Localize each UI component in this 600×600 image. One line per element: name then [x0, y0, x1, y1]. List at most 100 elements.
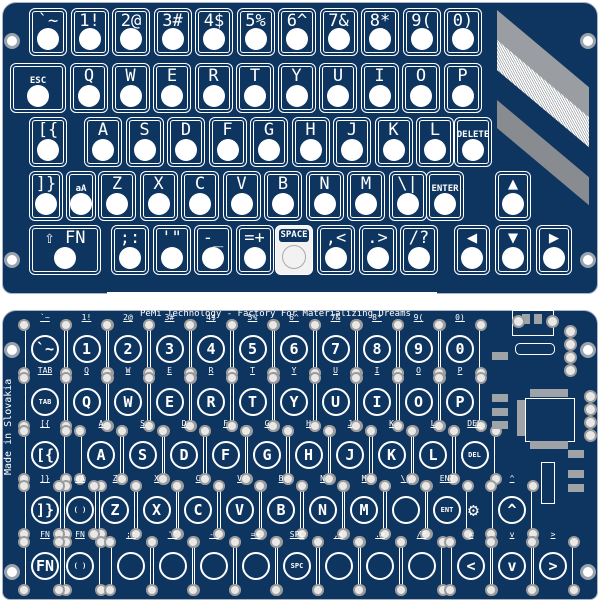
- key-0[interactable]: 0): [444, 8, 482, 56]
- key-[interactable]: /?: [400, 225, 438, 275]
- switch-[interactable]: >>: [526, 530, 580, 596]
- switch-8[interactable]: 8*8: [350, 313, 404, 379]
- key-7[interactable]: 7&: [319, 8, 358, 56]
- switch-[interactable]: [{[{: [18, 419, 72, 485]
- key-[interactable]: .>: [358, 225, 397, 275]
- key-9[interactable]: 9(: [402, 8, 441, 56]
- key-[interactable]: [{: [29, 117, 67, 167]
- key-2[interactable]: 2@: [112, 8, 150, 56]
- key-w[interactable]: W: [111, 63, 150, 113]
- key-5[interactable]: 5%: [236, 8, 275, 56]
- key-3[interactable]: 3#: [153, 8, 192, 56]
- switch-aa[interactable]: aA( ): [53, 474, 107, 540]
- key-h[interactable]: H: [291, 117, 330, 167]
- key-p[interactable]: P: [443, 63, 482, 113]
- key-k[interactable]: K: [374, 117, 413, 167]
- switch-[interactable]: <<: [444, 530, 498, 596]
- key-[interactable]: ;:: [111, 225, 149, 275]
- key-f[interactable]: F: [208, 117, 247, 167]
- switch-1[interactable]: 1!1: [59, 313, 114, 379]
- key-b[interactable]: B: [264, 171, 302, 221]
- switch-6[interactable]: 6^6: [267, 313, 321, 379]
- key-[interactable]: ◀: [454, 225, 490, 275]
- key-r[interactable]: R: [194, 63, 233, 113]
- key-s[interactable]: S: [125, 117, 164, 167]
- key-space[interactable]: SPACE: [275, 225, 313, 275]
- key-x[interactable]: X: [139, 171, 178, 221]
- switch-[interactable]: =+: [228, 530, 283, 596]
- key-[interactable]: ▲: [495, 171, 531, 221]
- key-6[interactable]: 6^: [278, 8, 316, 56]
- key-[interactable]: =+: [235, 225, 274, 275]
- switch-[interactable]: `~`~: [18, 313, 72, 379]
- key-e[interactable]: E: [153, 63, 191, 113]
- key-[interactable]: `~: [29, 8, 67, 56]
- key-i[interactable]: I: [360, 63, 399, 113]
- switch-3[interactable]: 3#3: [142, 313, 197, 379]
- key-o[interactable]: O: [402, 63, 440, 113]
- key-d[interactable]: D: [167, 117, 205, 167]
- switch-[interactable]: -_: [187, 530, 241, 596]
- key-esc[interactable]: ESC: [10, 63, 66, 113]
- key-aa[interactable]: aA: [66, 171, 96, 221]
- switch-9[interactable]: 9(9: [391, 313, 446, 379]
- key-[interactable]: \|: [388, 171, 427, 221]
- key-enter[interactable]: ENTER: [426, 171, 464, 221]
- key-g[interactable]: G: [250, 117, 288, 167]
- switch-fn[interactable]: FN( ): [53, 530, 107, 596]
- key-q[interactable]: Q: [70, 63, 108, 113]
- key-n[interactable]: N: [305, 171, 344, 221]
- switch-[interactable]: /?: [394, 530, 449, 596]
- key-u[interactable]: U: [319, 63, 357, 113]
- key-[interactable]: ▼: [495, 225, 531, 275]
- key-c[interactable]: C: [181, 171, 219, 221]
- key-4[interactable]: 4$: [195, 8, 233, 56]
- key-8[interactable]: 8*: [361, 8, 399, 56]
- key-[interactable]: ,<: [317, 225, 355, 275]
- switch-[interactable]: ,<: [311, 530, 366, 596]
- key-1[interactable]: 1!: [70, 8, 109, 56]
- key-[interactable]: ]}: [29, 171, 63, 221]
- switch-[interactable]: ]}]}: [18, 474, 72, 540]
- key-[interactable]: ▶: [536, 225, 572, 275]
- key-[interactable]: -_: [194, 225, 232, 275]
- key-v[interactable]: V: [222, 171, 261, 221]
- key-a[interactable]: A: [84, 117, 122, 167]
- switch-[interactable]: '": [145, 530, 200, 596]
- switch-[interactable]: .>: [353, 530, 407, 596]
- key-[interactable]: '": [152, 225, 191, 275]
- switch-[interactable]: ;:: [104, 530, 158, 596]
- key-delete[interactable]: DELETE: [454, 117, 492, 167]
- key-z[interactable]: Z: [98, 171, 136, 221]
